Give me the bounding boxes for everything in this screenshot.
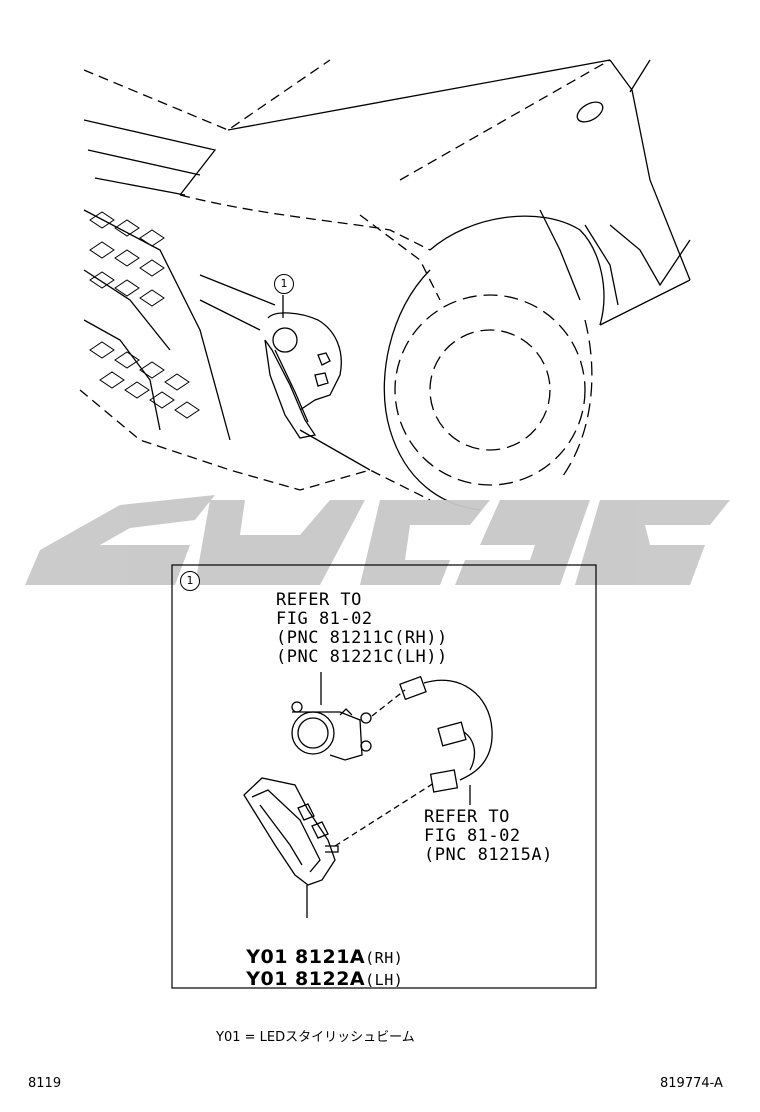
part-number-side: (RH) (365, 949, 404, 967)
refer-lower-line-2: FIG 81-02 (424, 826, 521, 846)
refer-upper-line-2: FIG 81-02 (276, 609, 373, 629)
refer-lower-line-3: (PNC 81215A) (424, 845, 553, 865)
drawing-code: 819774-A (660, 1076, 723, 1091)
refer-upper-line-3: (PNC 81211C(RH)) (276, 628, 448, 648)
refer-lower-line-1: REFER TO (424, 807, 510, 827)
part-number-code: Y01 8121A (246, 946, 366, 968)
refer-upper-line-1: REFER TO (276, 590, 362, 610)
callout-marker-top: 1 (274, 274, 294, 294)
vehicle-front-illustration (79, 59, 691, 511)
watermark-logo (25, 495, 730, 585)
part-number-rh: Y01 8121A(RH) (232, 924, 403, 968)
page-code: 8119 (28, 1076, 62, 1091)
part-number-code: Y01 8122A (246, 968, 366, 990)
part-number-lh: Y01 8122A(LH) (232, 946, 403, 990)
callout-marker-detail: 1 (180, 571, 200, 591)
legend-note: Y01 = LEDスタイリッシュビーム (216, 1030, 415, 1045)
part-number-side: (LH) (365, 971, 404, 989)
refer-upper-line-4: (PNC 81221C(LH)) (276, 647, 448, 667)
